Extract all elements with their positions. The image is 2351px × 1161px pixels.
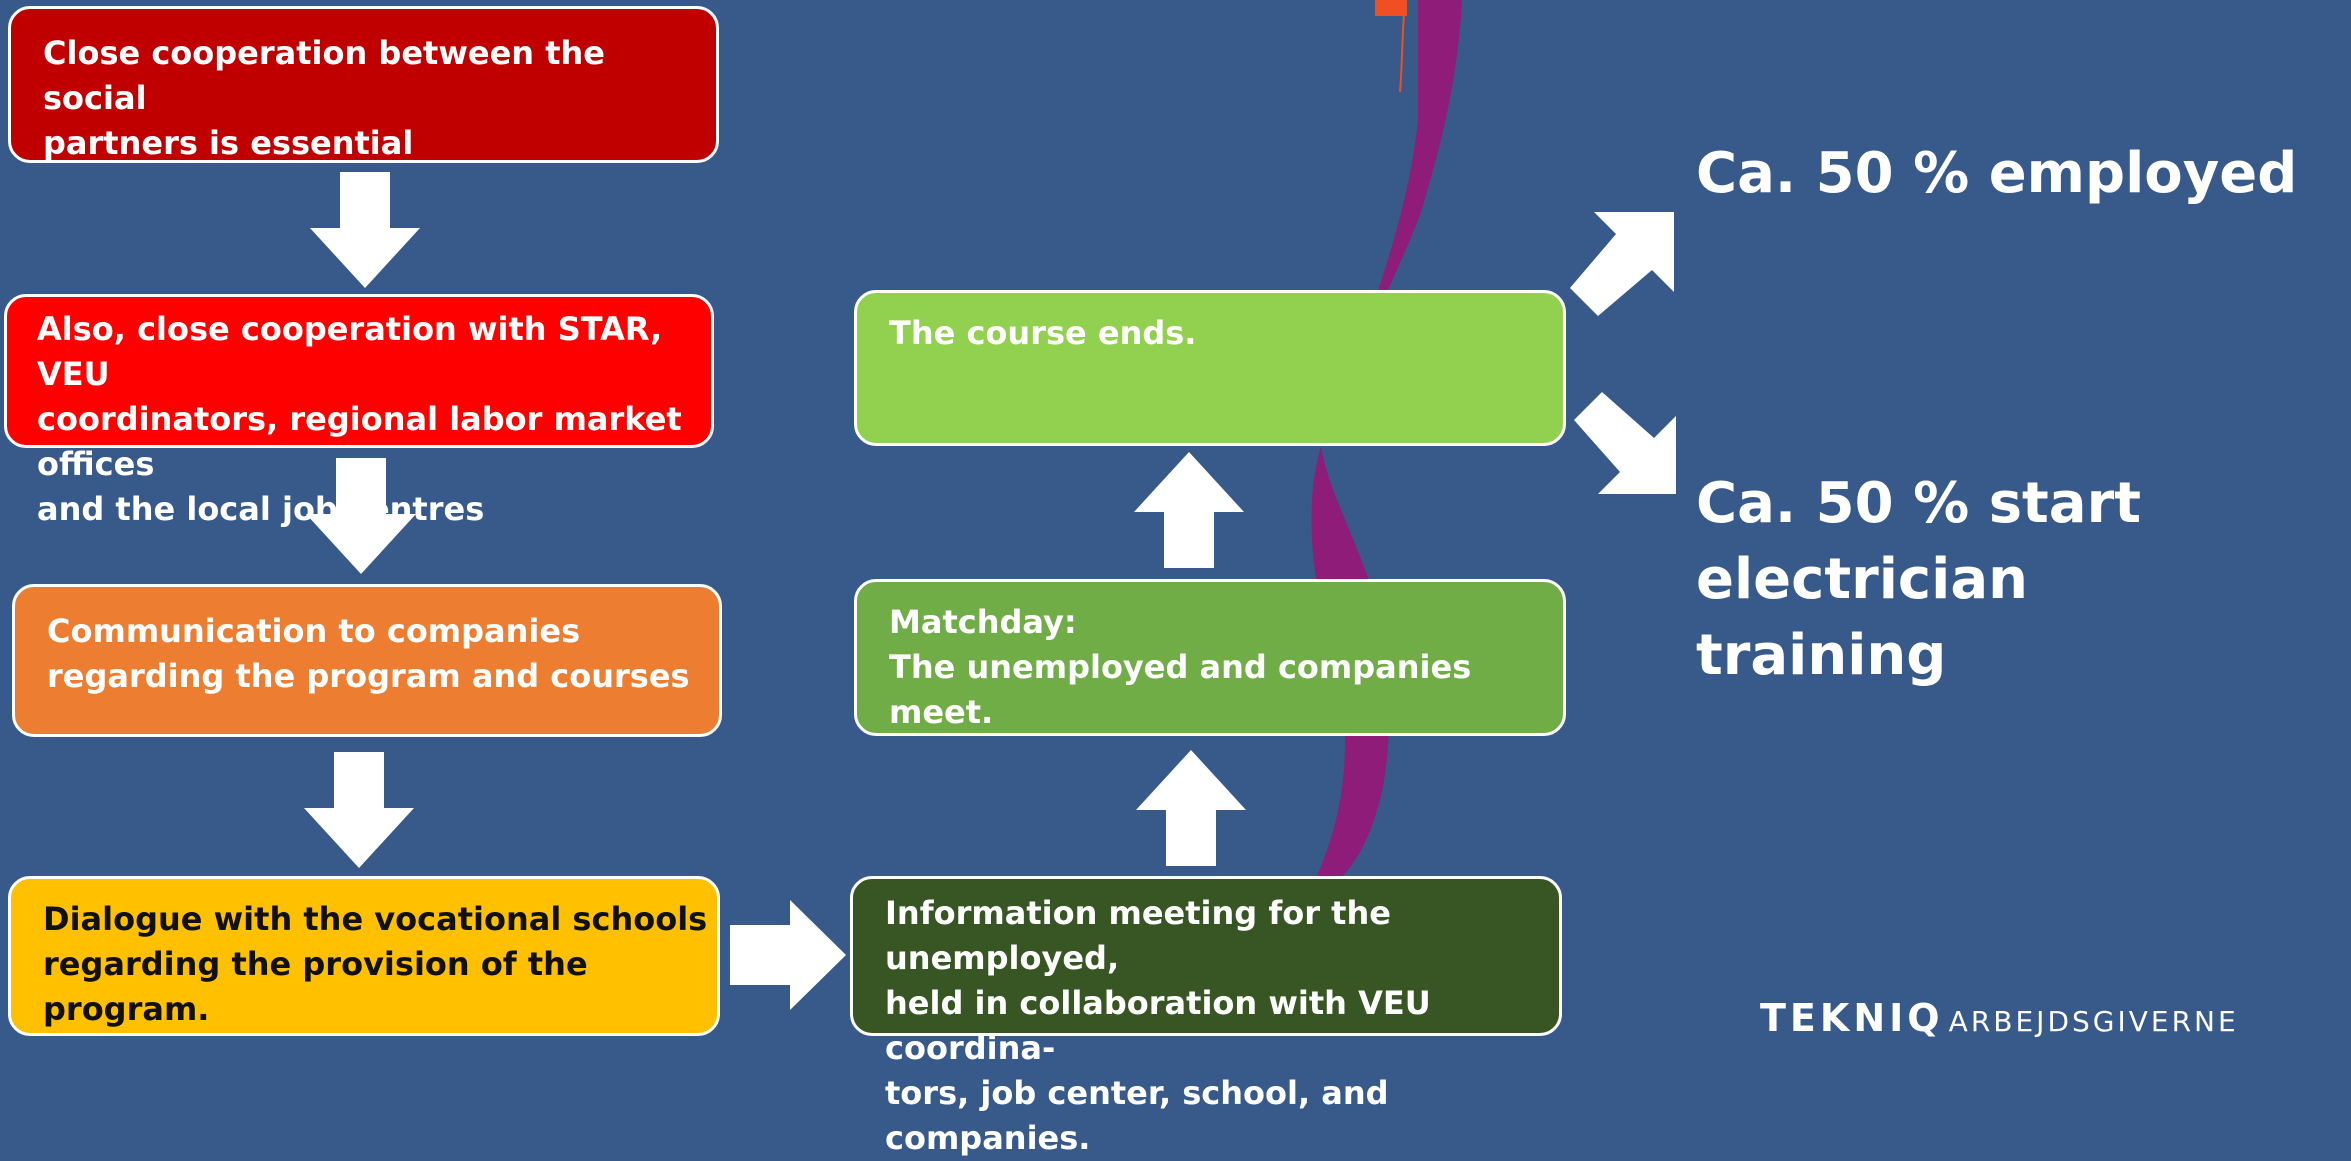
flow-diagram: Close cooperation between the social par… — [4, 0, 2298, 1157]
arrow-down-icon — [306, 458, 416, 574]
step6-box: Matchday: The unemployed and companies m… — [854, 579, 1566, 736]
step2-text: Also, close cooperation with STAR, VEU c… — [37, 310, 682, 528]
step3-text: Communication to companies regarding the… — [47, 612, 690, 695]
ribbon-tip — [1375, 0, 1407, 16]
step1-box: Close cooperation between the social par… — [8, 6, 719, 163]
step7-box: The course ends. — [854, 290, 1566, 446]
outcome-employed: Ca. 50 % employed — [1696, 141, 2298, 206]
outcome-training: Ca. 50 % start electrician training — [1696, 471, 2141, 688]
step6-text: Matchday: The unemployed and companies m… — [889, 603, 1472, 731]
step7-text: The course ends. — [889, 314, 1197, 352]
ribbon-tip-line — [1399, 13, 1405, 93]
step4-text: Dialogue with the vocational schools reg… — [43, 900, 708, 1028]
arrow-up-icon — [1136, 750, 1246, 866]
step5-box: Information meeting for the unemployed, … — [850, 876, 1562, 1157]
logo-main-text: TEKNIQ — [1760, 996, 1944, 1040]
step2-box: Also, close cooperation with STAR, VEU c… — [4, 294, 714, 528]
tekniq-logo: TEKNIQ ARBEJDSGIVERNE — [1760, 998, 2239, 1046]
arrow-down-icon — [304, 752, 414, 868]
step3-box: Communication to companies regarding the… — [12, 584, 722, 737]
arrow-up-right-icon — [1570, 212, 1674, 316]
arrow-down-right-icon — [1574, 392, 1676, 494]
arrow-up-icon — [1134, 452, 1244, 568]
arrow-right-icon — [730, 900, 846, 1010]
step5-text: Information meeting for the unemployed, … — [885, 894, 1431, 1157]
logo-sub-text: ARBEJDSGIVERNE — [1948, 1005, 2239, 1038]
step1-text: Close cooperation between the social par… — [43, 34, 605, 162]
step4-box: Dialogue with the vocational schools reg… — [8, 876, 720, 1036]
arrow-down-icon — [310, 172, 420, 288]
